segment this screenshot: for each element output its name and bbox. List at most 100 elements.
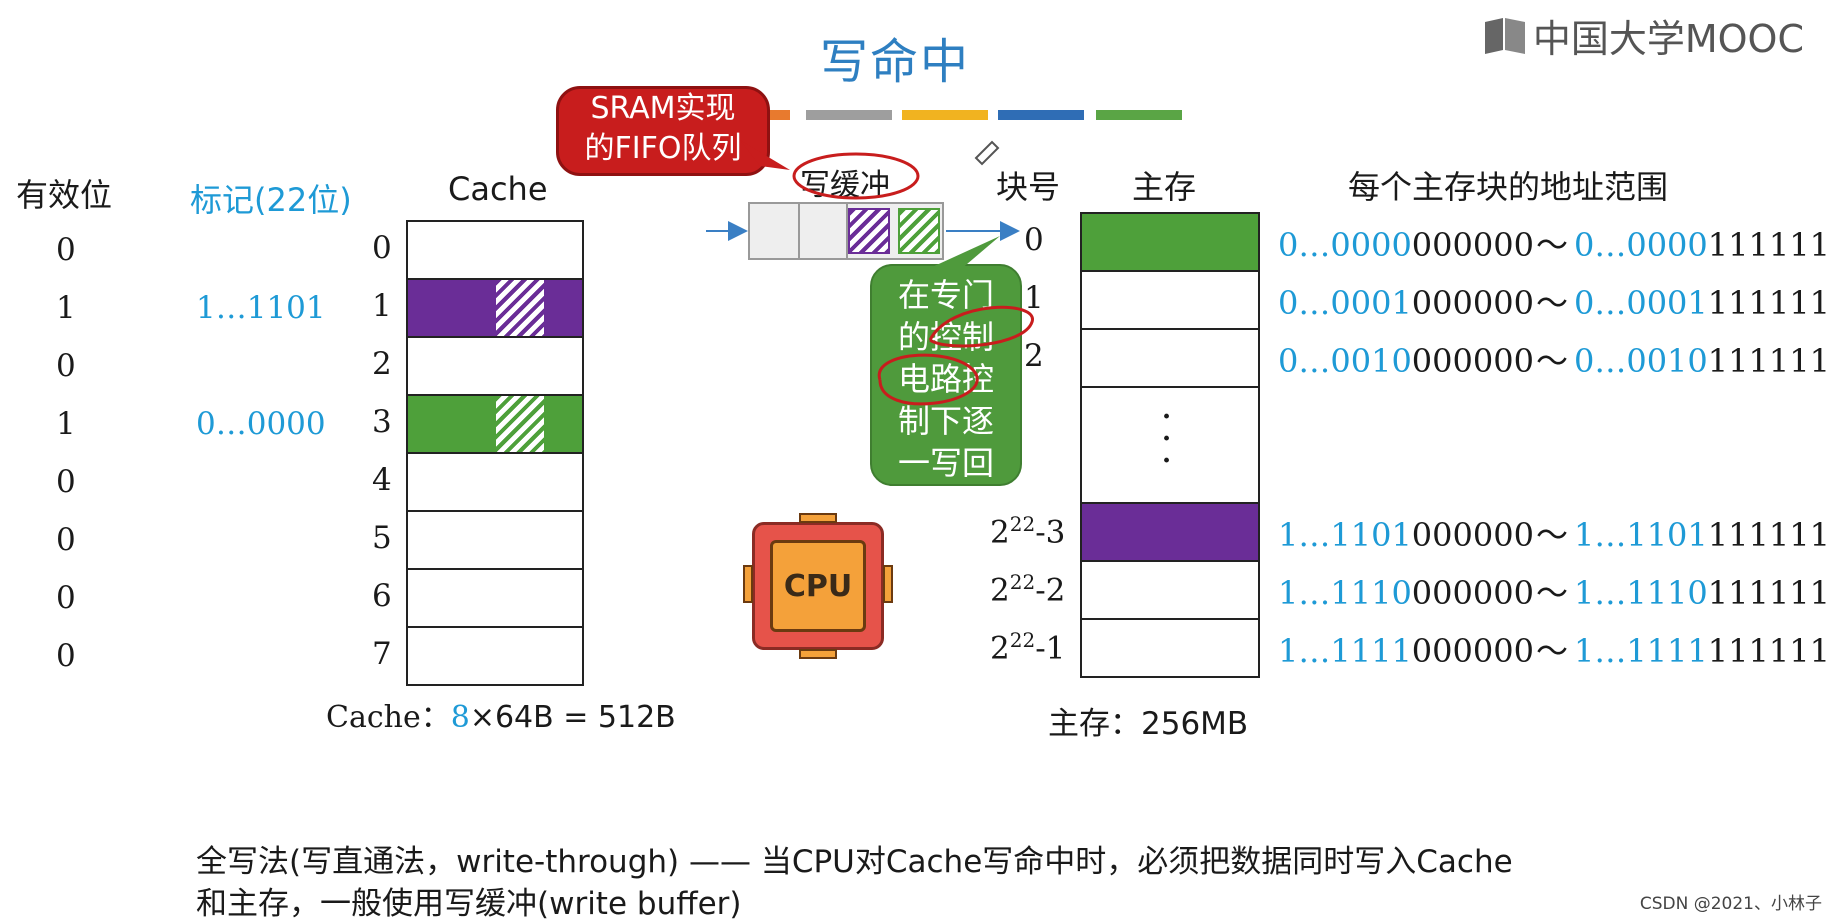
address-high-bits: 1…1111 [1278,632,1412,670]
valid-bit: 0 [56,580,76,616]
cpu-label: CPU [783,568,853,604]
memory-block [1080,618,1260,678]
control-circuit-callout: 在专门 的控制 电路控 制下逐 一写回 [870,264,1022,486]
cache-size-rest: ×64B = 512B [469,700,676,735]
main-memory-header: 主存 [1132,168,1197,206]
write-buffer-circle [792,152,920,200]
address-offset-bits: 000000 [1411,632,1534,670]
color-bar [1096,110,1182,120]
valid-bit: 0 [56,522,76,558]
valid-bit: 0 [56,638,76,674]
block-number: 1 [1024,280,1044,316]
cache-size-label: Cache：8×64B = 512B [326,692,676,736]
address-high-bits: 1…1101 [1573,516,1708,554]
cpu-pin [743,565,753,603]
callout-line: SRAM实现 [590,91,736,126]
address-offset-bits: 111111 [1707,284,1830,322]
block-number-base: 2 [990,630,1010,667]
cache-line [406,220,584,280]
address-offset-bits: 111111 [1707,342,1830,380]
tag-value: 0…0000 [196,406,326,442]
address-range: 0…0001000000～0…0001111111 [1278,278,1830,324]
cache-line-index: 1 [372,288,392,324]
address-high-bits: 0…0010 [1278,342,1412,380]
block-number: 222-3 [990,512,1065,550]
cache-line-count: 8 [450,700,470,735]
main-memory-size-label: 主存：256MB [1048,706,1249,742]
block-number: 0 [1024,222,1044,258]
cpu-pin [799,649,837,659]
address-range: 1…1111000000～1…1111111111 [1278,626,1830,672]
memory-gap-block: · · · [1080,386,1260,504]
write-buffer [748,202,944,260]
range-separator: ～ [1535,342,1568,380]
callout-line: 一写回 [897,444,994,482]
range-separator: ～ [1535,516,1568,554]
cache-line-index: 2 [372,346,392,382]
valid-bit: 1 [56,290,76,326]
address-high-bits: 1…1110 [1278,574,1412,612]
buffer-slot [750,204,800,258]
block-number-exponent: 22 [1009,512,1036,536]
memory-ellipsis: · · · [1162,402,1172,476]
address-high-bits: 0…0000 [1573,226,1708,264]
address-high-bits: 1…1110 [1573,574,1708,612]
address-high-bits: 0…0000 [1278,226,1412,264]
address-high-bits: 0…0010 [1573,342,1708,380]
block-number-suffix: -3 [1035,514,1066,551]
color-bar [770,110,790,120]
logo-text: 中国大学MOOC [1532,17,1804,61]
pencil-cursor-icon [974,140,1000,166]
modified-block-segment [496,396,544,452]
color-bar [806,110,892,120]
book-icon [1484,17,1525,54]
address-high-bits: 1…1101 [1278,516,1412,554]
watermark: CSDN @2021、小林子 [1639,894,1822,914]
sram-fifo-callout: SRAM实现 的FIFO队列 [556,86,770,176]
tag-value: 1…1101 [196,290,326,326]
buffer-slot-green [898,208,940,254]
cache-line-index: 5 [372,520,392,556]
valid-bit: 1 [56,406,76,442]
memory-block [1080,328,1260,388]
callout-line: 的FIFO队列 [584,131,742,166]
block-number: 2 [1024,338,1044,374]
address-range: 0…0000000000～0…0000111111 [1278,220,1830,266]
color-bar [998,110,1084,120]
block-number: 222-1 [990,628,1065,666]
address-high-bits: 0…0001 [1573,284,1708,322]
cpu-pin [799,513,837,523]
address-offset-bits: 111111 [1707,516,1830,554]
cpu-pin [883,565,893,603]
control-circle [928,305,1034,348]
write-through-description-line1: 全写法(写直通法，write-through) —— 当CPU对Cache写命中… [196,844,1513,880]
address-offset-bits: 000000 [1411,342,1534,380]
address-range: 1…1101000000～1…1101111111 [1278,510,1830,556]
page-title: 写命中 [819,34,970,90]
cpu-chip: CPU [752,522,884,650]
address-offset-bits: 111111 [1707,632,1830,670]
logo: 中国大学MOOC [1483,8,1804,63]
buffer-slot-purple [848,208,890,254]
address-offset-bits: 111111 [1707,226,1830,264]
sram-callout-tail [740,140,790,170]
range-separator: ～ [1535,574,1568,612]
block-number-suffix: -2 [1035,572,1066,609]
block-number-base: 2 [990,572,1010,609]
block-number-header: 块号 [996,168,1061,206]
block-number-exponent: 22 [1009,570,1036,594]
valid-bit: 0 [56,232,76,268]
block-number: 222-2 [990,570,1065,608]
cache-line [406,568,584,628]
cache-line-index: 0 [372,230,392,266]
cache-header: Cache [448,170,548,208]
range-separator: ～ [1535,226,1568,264]
cache-line [406,626,584,686]
cache-line-index: 7 [372,636,392,672]
memory-block [1080,560,1260,620]
address-range-header: 每个主存块的地址范围 [1348,168,1669,206]
write-through-description-line2: 和主存，一般使用写缓冲(write buffer) [196,886,742,922]
block-number-suffix: -1 [1035,630,1066,667]
color-bar-row [770,110,1185,120]
